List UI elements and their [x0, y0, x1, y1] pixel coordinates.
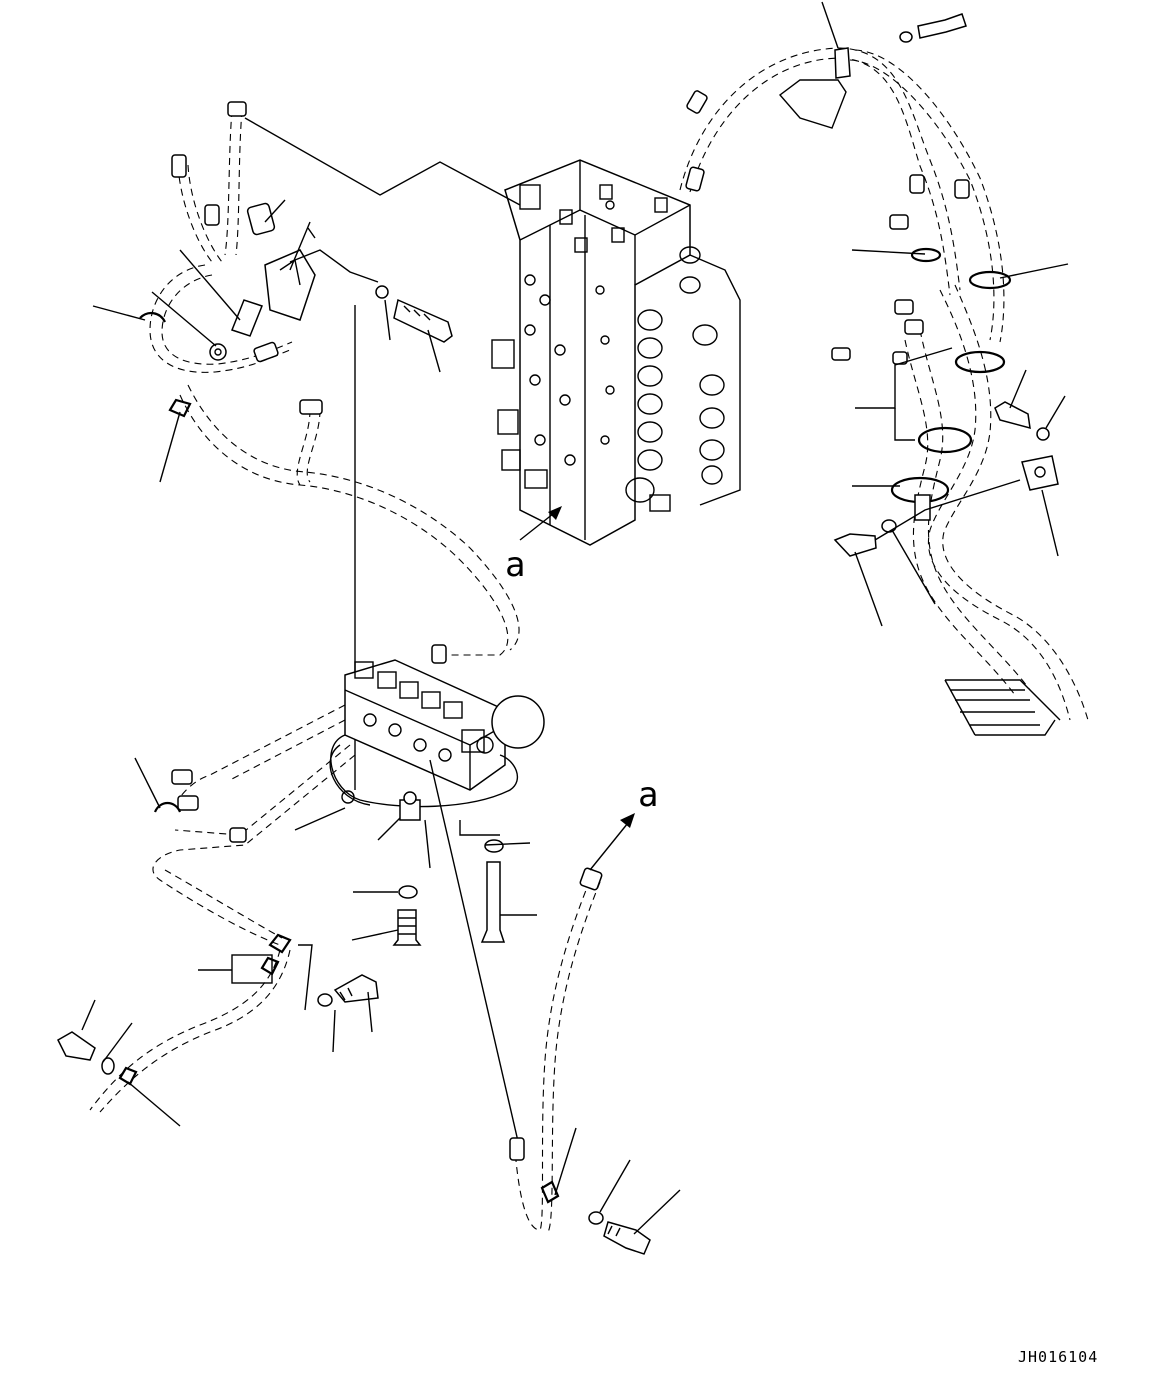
right-leaders [821, 1, 1069, 627]
view-arrow-lower [589, 813, 635, 871]
view-label-a-upper: a [505, 545, 525, 585]
hose-a-leaders [554, 1127, 681, 1235]
drawing-code: JH016104 [1018, 1348, 1098, 1366]
left-pilot-hoses [89, 704, 356, 1113]
view-label-a-lower: a [638, 775, 658, 815]
main-control-valve [491, 159, 741, 546]
view-arrow-upper [519, 506, 562, 541]
right-hose-bundle [679, 13, 1089, 736]
pilot-valve-fasteners [57, 839, 506, 1075]
pilot-valve-block [329, 659, 545, 821]
hose-a [509, 867, 651, 1255]
leader-line [244, 117, 521, 206]
pilot-leaders [81, 757, 537, 1151]
top-left-hose-assembly [139, 101, 520, 664]
